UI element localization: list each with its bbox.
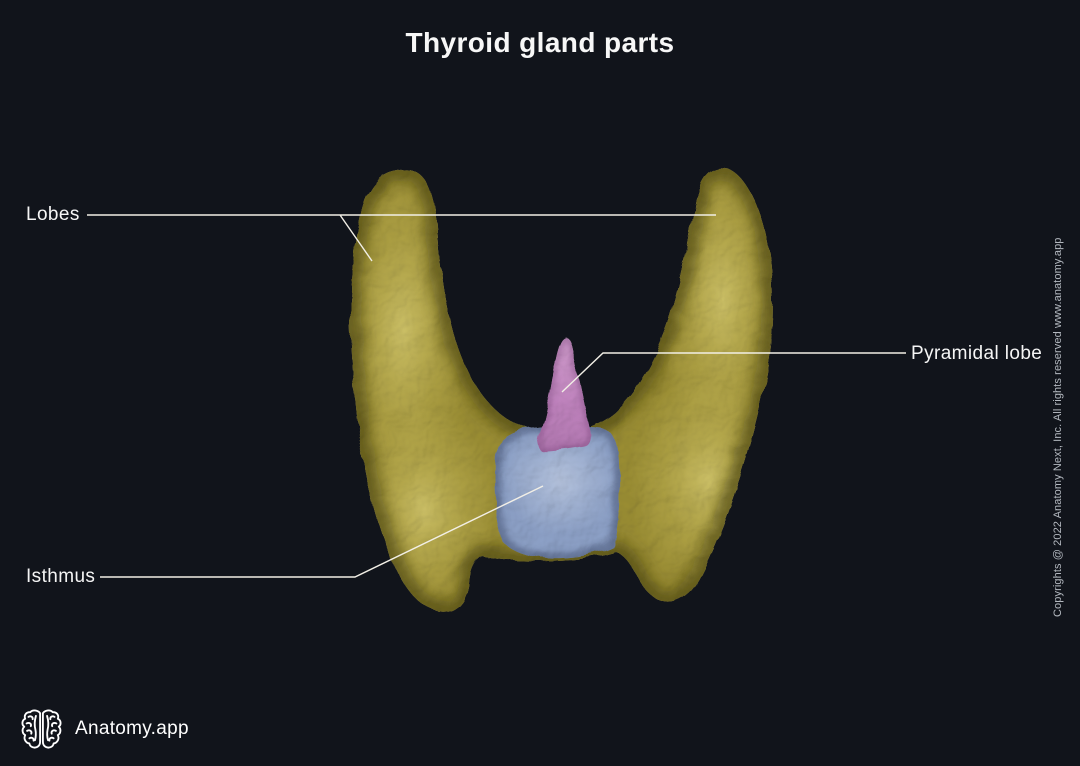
lobes-leader-line [87, 214, 716, 262]
brand-name: Anatomy.app [75, 718, 189, 739]
thyroid-gland-group [350, 167, 773, 613]
brain-icon [21, 709, 62, 749]
brand-logo: Anatomy.app [21, 706, 189, 752]
surface-texture [350, 167, 773, 613]
page-title: Thyroid gland parts [405, 27, 675, 58]
isthmus-leader-line [100, 485, 544, 578]
pyramidal-leader-line [561, 352, 906, 393]
leader-lines [87, 214, 906, 578]
label-pyramidal-lobe: Pyramidal lobe [911, 343, 1043, 364]
label-lobes: Lobes [26, 204, 80, 225]
label-isthmus: Isthmus [26, 566, 96, 587]
copyright-watermark: Copyrights @ 2022 Anatomy Next, Inc. All… [1052, 237, 1064, 617]
